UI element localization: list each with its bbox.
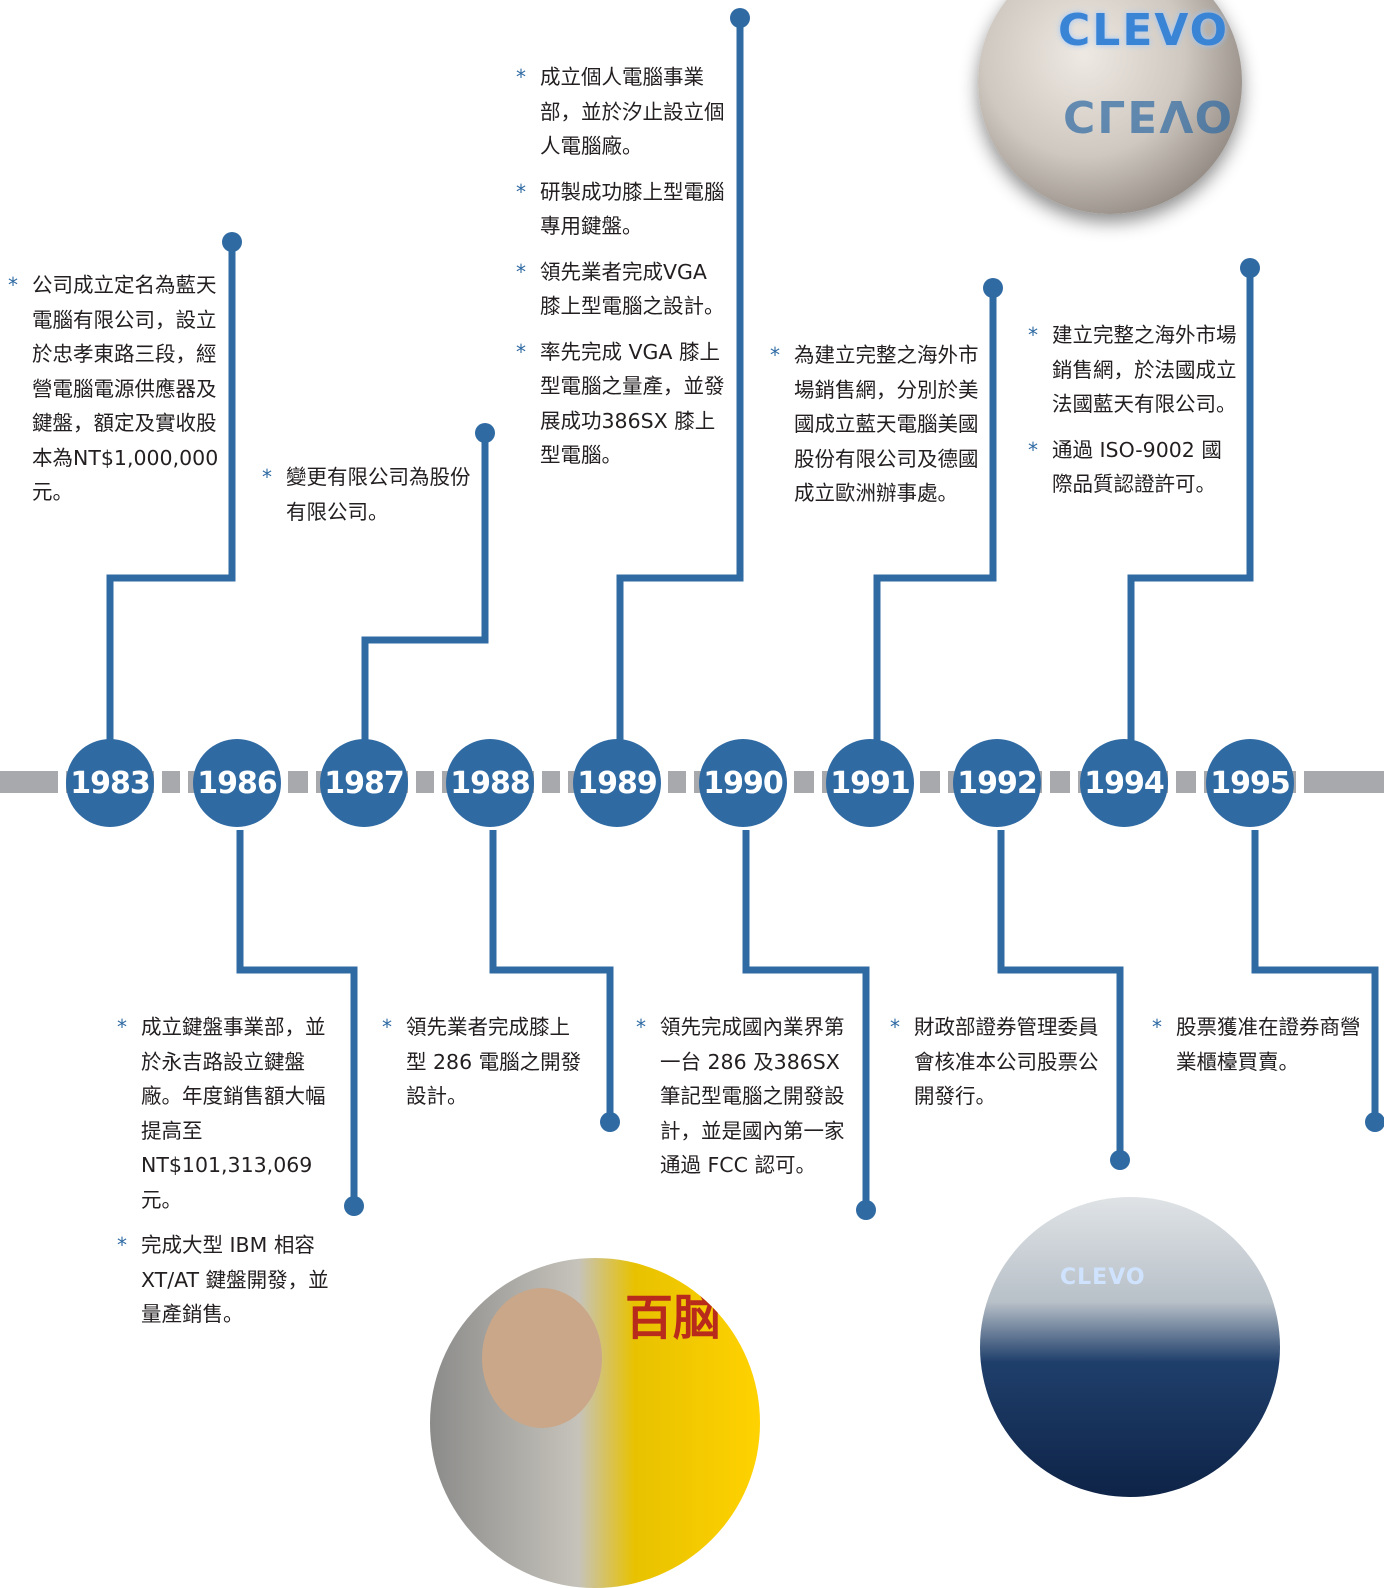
entry-text: 領先業者完成VGA 膝上型電腦之設計。 [540, 259, 725, 319]
connector-1987 [361, 433, 489, 742]
connector-1991 [873, 288, 997, 742]
entry-item: * 完成大型 IBM 相容XT/AT 鍵盤開發，並量產銷售。 [117, 1228, 339, 1332]
year-circle-1992: 1992 [953, 739, 1041, 827]
entry-item: * 建立完整之海外市場銷售網，於法國成立法國藍天有限公司。 [1028, 318, 1240, 422]
entry-text: 公司成立定名為藍天電腦有限公司，設立於忠孝東路三段，經營電腦電源供應器及鍵盤，額… [32, 273, 219, 504]
year-circle-1987: 1987 [320, 739, 408, 827]
entry-1991: * 為建立完整之海外市場銷售網，分別於美國成立藍天電腦美國股份有限公司及德國成立歐… [770, 338, 982, 522]
photo-exhibition-booth: CLEVO [980, 1197, 1280, 1497]
entry-text: 變更有限公司為股份有限公司。 [286, 465, 471, 524]
entry-item: * 成立個人電腦事業部，並於汐止設立個人電腦廠。 [516, 60, 728, 164]
entry-1990: * 領先完成國內業界第一台 286 及386SX 筆記型電腦之開發設計，並是國內第… [636, 1010, 848, 1194]
connector-1983 [106, 242, 236, 742]
asterisk-icon: * [117, 1233, 127, 1257]
connector-1990 [742, 830, 870, 1210]
asterisk-icon: * [516, 259, 526, 284]
entry-item: * 變更有限公司為股份有限公司。 [262, 460, 474, 529]
entry-1988: * 領先業者完成膝上型 286 電腦之開發設計。 [382, 1010, 590, 1125]
entry-1992: * 財政部證券管理委員會核准本公司股票公開發行。 [890, 1010, 1102, 1125]
entry-item: * 成立鍵盤事業部，並於永吉路設立鍵盤廠。年度銷售額大幅提高至NT$101,313… [117, 1010, 339, 1217]
entry-item: * 領先業者完成膝上型 286 電腦之開發設計。 [382, 1010, 590, 1114]
year-circle-1991: 1991 [826, 739, 914, 827]
year-circle-1989: 1989 [573, 739, 661, 827]
entry-1994: * 建立完整之海外市場銷售網，於法國成立法國藍天有限公司。 * 通過 ISO-900… [1028, 318, 1240, 513]
asterisk-icon: * [770, 343, 780, 367]
year-circle-1986: 1986 [193, 739, 281, 827]
asterisk-icon: * [117, 1015, 127, 1039]
asterisk-icon: * [636, 1015, 646, 1039]
asterisk-icon: * [1028, 323, 1038, 347]
asterisk-icon: * [8, 273, 18, 297]
entry-text: 財政部證券管理委員會核准本公司股票公開發行。 [914, 1015, 1099, 1108]
entry-text: 為建立完整之海外市場銷售網，分別於美國成立藍天電腦美國股份有限公司及德國成立歐洲… [794, 343, 979, 505]
asterisk-icon: * [890, 1015, 900, 1039]
connector-1988 [489, 830, 614, 1122]
year-circle-1994: 1994 [1080, 739, 1168, 827]
entry-text: 股票獲准在證券商營業櫃檯買賣。 [1176, 1015, 1361, 1074]
connector-1992 [997, 830, 1124, 1160]
connector-1994 [1127, 268, 1254, 742]
entry-1989: *成立個人電腦事業部，並於汐止設立個人電腦廠。 *研製成功膝上型電腦專用鍵盤。 … [516, 60, 728, 484]
entry-text: 通過 ISO-9002 國際品質認證許可。 [1052, 437, 1222, 497]
photo-sign-text: 百脑 [625, 1290, 722, 1346]
entry-text: 成立鍵盤事業部，並於永吉路設立鍵盤廠。年度銷售額大幅提高至NT$101,313,… [141, 1015, 326, 1212]
clevo-logo: CLEVO [1058, 5, 1230, 56]
entry-item: * 通過 ISO-9002 國際品質認證許可。 [1028, 433, 1240, 502]
entry-1983: * 公司成立定名為藍天電腦有限公司，設立於忠孝東路三段，經營電腦電源供應器及鍵盤，… [8, 268, 220, 521]
clevo-logo-reflection: CLEVO [1063, 90, 1235, 141]
entry-text: 建立完整之海外市場銷售網，於法國成立法國藍天有限公司。 [1052, 323, 1237, 416]
booth-logo: CLEVO [1060, 1265, 1146, 1290]
entry-text: 領先完成國內業界第一台 286 及386SX 筆記型電腦之開發設計，並是國內第一… [660, 1015, 845, 1177]
entry-item: * 率先完成 VGA 膝上型電腦之量產，並發展成功386SX 膝上型電腦。 [516, 335, 728, 473]
year-circle-1995: 1995 [1206, 739, 1294, 827]
photo-founder: 百脑 [430, 1258, 760, 1588]
asterisk-icon: * [516, 65, 526, 89]
asterisk-icon: * [1028, 437, 1038, 462]
entry-text: 完成大型 IBM 相容XT/AT 鍵盤開發，並量產銷售。 [141, 1233, 329, 1326]
entry-text: 研製成功膝上型電腦專用鍵盤。 [540, 179, 725, 239]
entry-text: 成立個人電腦事業部，並於汐止設立個人電腦廠。 [540, 65, 725, 158]
entry-item: * 財政部證券管理委員會核准本公司股票公開發行。 [890, 1010, 1102, 1114]
entry-text: 領先業者完成膝上型 286 電腦之開發設計。 [406, 1015, 582, 1108]
entry-1995: * 股票獲准在證券商營業櫃檯買賣。 [1152, 1010, 1364, 1090]
entry-item: * 領先完成國內業界第一台 286 及386SX 筆記型電腦之開發設計，並是國內第… [636, 1010, 848, 1183]
founder-portrait [482, 1288, 602, 1428]
entry-item: * 領先業者完成VGA 膝上型電腦之設計。 [516, 255, 728, 324]
entry-item: * 研製成功膝上型電腦專用鍵盤。 [516, 175, 728, 244]
connector-1989 [616, 18, 744, 742]
entry-1987: * 變更有限公司為股份有限公司。 [262, 460, 474, 540]
asterisk-icon: * [262, 465, 272, 489]
connector-1995 [1251, 830, 1379, 1122]
asterisk-icon: * [382, 1015, 392, 1039]
year-circle-1990: 1990 [699, 739, 787, 827]
entry-item: * 股票獲准在證券商營業櫃檯買賣。 [1152, 1010, 1364, 1079]
asterisk-icon: * [1152, 1015, 1162, 1039]
entry-text: 率先完成 VGA 膝上型電腦之量產，並發展成功386SX 膝上型電腦。 [540, 339, 725, 468]
photo-clevo-sign: CLEVO CLEVO [978, 0, 1242, 214]
asterisk-icon: * [516, 179, 526, 204]
year-circle-1988: 1988 [446, 739, 534, 827]
asterisk-icon: * [516, 339, 526, 364]
connector-dots [222, 8, 1384, 1220]
year-circle-1983: 1983 [66, 739, 154, 827]
entry-item: * 為建立完整之海外市場銷售網，分別於美國成立藍天電腦美國股份有限公司及德國成立歐… [770, 338, 982, 511]
connector-1986 [236, 830, 358, 1206]
entry-1986: * 成立鍵盤事業部，並於永吉路設立鍵盤廠。年度銷售額大幅提高至NT$101,313… [117, 1010, 339, 1343]
entry-item: * 公司成立定名為藍天電腦有限公司，設立於忠孝東路三段，經營電腦電源供應器及鍵盤，… [8, 268, 220, 510]
